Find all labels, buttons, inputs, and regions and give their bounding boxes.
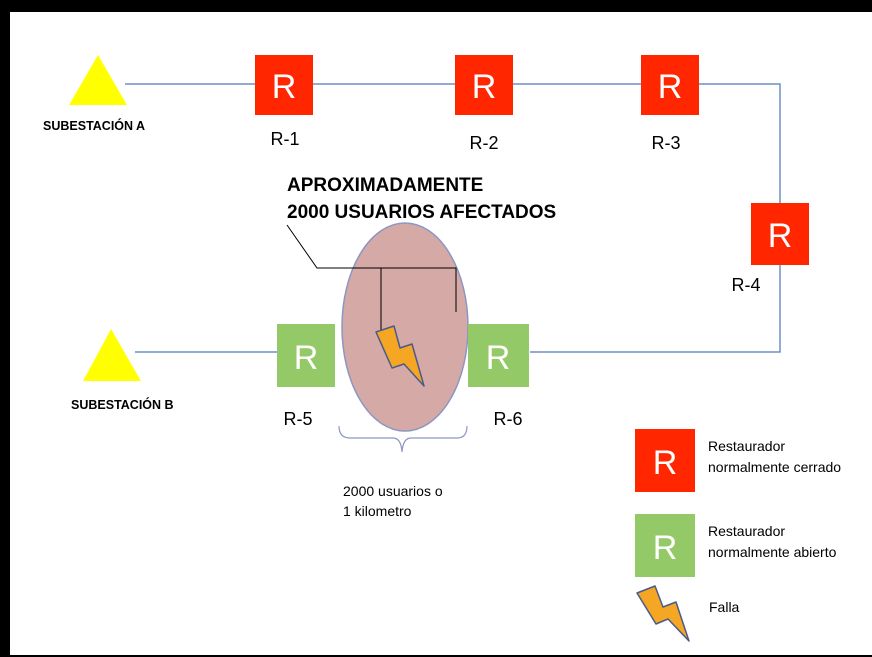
recloser-r5-label: R-5 — [283, 409, 312, 429]
recloser-r4-box — [751, 203, 809, 265]
recloser-r1-box — [255, 55, 313, 115]
recloser-r6-label: R-6 — [493, 409, 522, 429]
recloser-r1-label: R-1 — [270, 129, 299, 149]
recloser-r3-box — [641, 55, 699, 115]
recloser-r2: R R-2 — [455, 55, 513, 153]
span-note-line1: 2000 usuarios o — [343, 483, 443, 499]
recloser-r1-letter: R — [272, 68, 297, 106]
recloser-r5-letter: R — [294, 339, 319, 377]
fault-lightning-icon — [375, 325, 425, 387]
recloser-r1: R R-1 — [255, 55, 313, 149]
legend-closed-box — [635, 429, 695, 492]
recloser-r2-box — [455, 55, 513, 115]
legend: R Restaurador normalmente cerrado R Rest… — [635, 429, 841, 642]
legend-closed-letter: R — [653, 444, 678, 482]
legend-open-line2: normalmente abierto — [708, 544, 837, 560]
recloser-r5: R R-5 — [277, 324, 335, 429]
substation-b: SUBESTACIÓN B — [71, 329, 174, 412]
recloser-r6: R R-6 — [468, 324, 529, 429]
substation-a-triangle-icon — [69, 55, 127, 105]
legend-open: R Restaurador normalmente abierto — [635, 514, 837, 577]
recloser-r2-label: R-2 — [469, 133, 498, 153]
recloser-r6-letter: R — [486, 339, 511, 377]
legend-closed: R Restaurador normalmente cerrado — [635, 429, 841, 492]
legend-closed-line2: normalmente cerrado — [708, 459, 841, 475]
recloser-r3-letter: R — [658, 68, 683, 106]
recloser-r4: R R-4 — [731, 203, 809, 295]
legend-closed-line1: Restaurador — [708, 438, 785, 454]
substation-a: SUBESTACIÓN A — [43, 55, 145, 133]
span-brace — [338, 425, 468, 453]
recloser-r4-label: R-4 — [731, 275, 760, 295]
legend-lightning-icon — [636, 585, 690, 642]
recloser-r5-box — [277, 324, 335, 387]
span-note-line2: 1 kilometro — [343, 503, 412, 519]
diagram-canvas: SUBESTACIÓN A SUBESTACIÓN B R R-1 R — [10, 12, 872, 655]
recloser-r4-letter: R — [768, 217, 793, 255]
recloser-r2-letter: R — [472, 68, 497, 106]
legend-fault: Falla — [636, 585, 740, 642]
recloser-r3: R R-3 — [641, 55, 699, 153]
substation-b-label: SUBESTACIÓN B — [71, 397, 174, 412]
legend-open-letter: R — [653, 529, 678, 567]
affected-callout-line — [286, 224, 457, 312]
substation-a-label: SUBESTACIÓN A — [43, 118, 145, 133]
affected-zone-ellipse — [341, 222, 469, 432]
legend-fault-label: Falla — [709, 599, 740, 615]
substation-b-triangle-icon — [83, 329, 141, 381]
recloser-r6-box — [468, 324, 529, 387]
affected-title-line1: APROXIMADAMENTE — [287, 175, 483, 196]
recloser-r3-label: R-3 — [651, 133, 680, 153]
affected-title-line2: 2000 USUARIOS AFECTADOS — [287, 202, 556, 223]
legend-open-line1: Restaurador — [708, 523, 785, 539]
legend-open-box — [635, 514, 695, 577]
distribution-diagram: SUBESTACIÓN A SUBESTACIÓN B R R-1 R — [43, 55, 841, 642]
